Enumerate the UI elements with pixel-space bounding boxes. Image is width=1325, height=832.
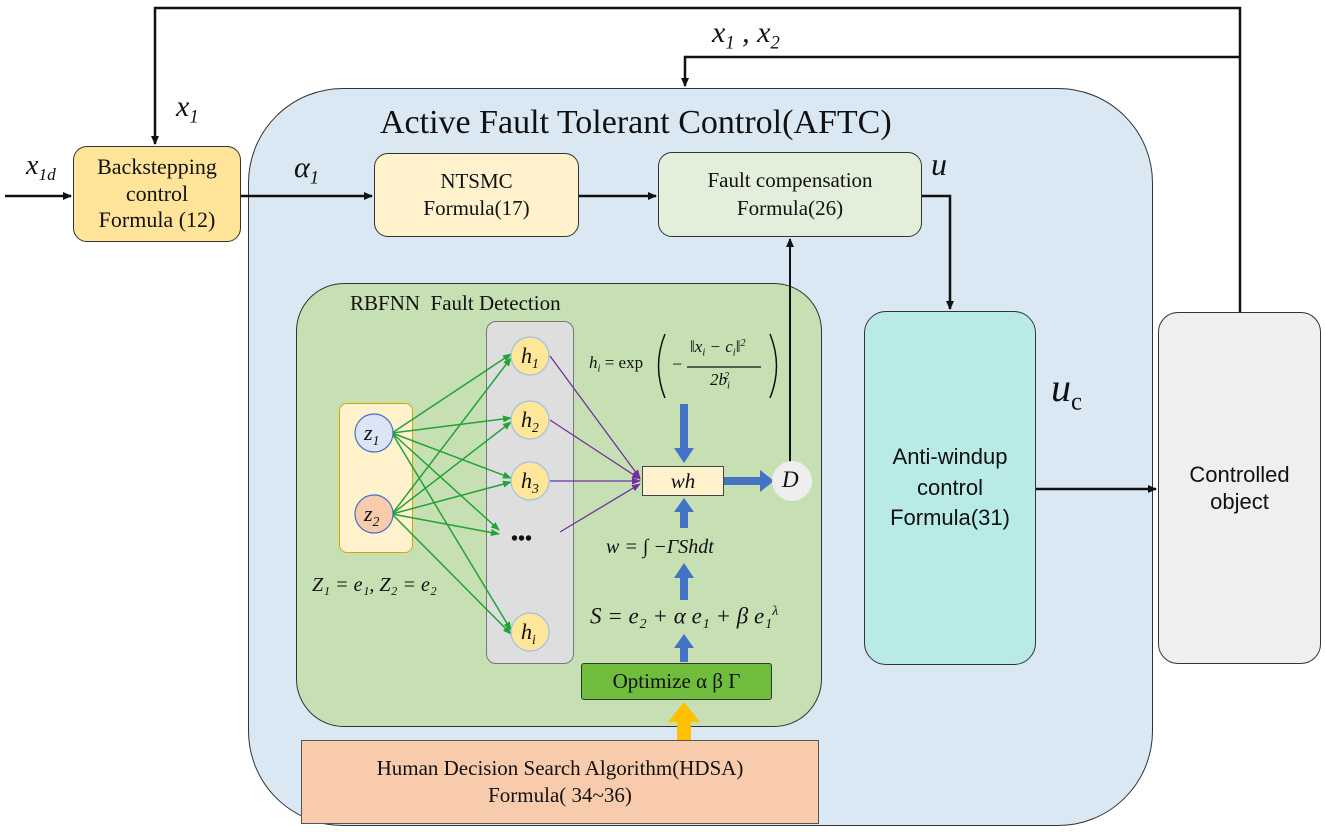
- blue-flow-arrows: [674, 404, 774, 662]
- signal-u: u: [931, 146, 947, 182]
- node-h2: [510, 400, 550, 440]
- label-hi: hi: [521, 619, 536, 647]
- label-h1: h1: [521, 343, 539, 371]
- wh-box: wh: [642, 466, 724, 496]
- s-to-w-arrow: [674, 563, 694, 600]
- fault-compensation-box: Fault compensation Formula(26): [658, 152, 922, 237]
- hi-formula-numerator: ‖xi − ci‖2: [690, 337, 746, 359]
- wh-to-d-arrow: [724, 470, 774, 492]
- signal-x1d: x1d: [26, 150, 56, 185]
- hdsa-line1: Human Decision Search Algorithm(HDSA): [376, 755, 744, 780]
- label-d: D: [782, 467, 799, 492]
- controlled-object-line2: object: [1210, 489, 1269, 514]
- w-to-wh-arrow: [674, 498, 694, 528]
- signal-x1: x1: [176, 90, 199, 128]
- signal-uc: uc: [1051, 365, 1083, 416]
- hdsa-box: Human Decision Search Algorithm(HDSA) Fo…: [301, 740, 819, 824]
- s-formula: S = e₂ + α e₁ + β e₁λ: [590, 603, 779, 629]
- backstepping-line1: Backstepping: [97, 154, 217, 180]
- hidden-output-connections: [549, 355, 641, 533]
- hi-formula-lhs: hi = exp: [589, 353, 644, 375]
- optimize-box: Optimize α β Γ: [581, 663, 772, 700]
- anti-windup-line3: Formula(31): [890, 505, 1010, 531]
- node-z1: [354, 413, 394, 453]
- opt-to-s-arrow: [674, 634, 694, 662]
- ntsmc-box: NTSMC Formula(17): [374, 153, 579, 237]
- aftc-title: Active Fault Tolerant Control(AFTC): [380, 104, 892, 141]
- backstepping-box: Backstepping control Formula (12): [73, 146, 241, 242]
- label-h3: h3: [521, 468, 539, 496]
- wh-label: wh: [670, 468, 696, 493]
- hdsa-to-optimize-arrow: [668, 702, 700, 740]
- controlled-object-box: Controlled object: [1158, 312, 1321, 664]
- w-formula: w = ∫ −ΓShdt: [606, 536, 714, 558]
- ntsmc-line1: NTSMC: [440, 168, 513, 193]
- u-arrow: [922, 194, 954, 310]
- hi-formula-minus: −: [672, 354, 683, 374]
- node-z2: [354, 494, 394, 534]
- signal-x1-x2: x1 , x2: [712, 16, 780, 54]
- hi-formula-denominator: 2bi2: [710, 370, 730, 392]
- backstepping-line2: control: [125, 180, 189, 206]
- anti-windup-line2: control: [916, 474, 984, 500]
- rbfnn-title: RBFNN Fault Detection: [350, 291, 561, 315]
- x1x2-feedback-line: [681, 55, 1240, 87]
- node-h3: [510, 461, 550, 501]
- label-h2: h2: [521, 407, 539, 435]
- input-hidden-connections: [391, 353, 512, 635]
- node-hi: [510, 612, 550, 652]
- anti-windup-box: Anti-windup control Formula(31): [864, 311, 1036, 665]
- hi-to-wh-arrow: [674, 404, 694, 463]
- signal-alpha1: α1: [294, 151, 320, 189]
- x1-feedback-line: [151, 6, 1242, 312]
- backstepping-line3: Formula (12): [98, 207, 216, 233]
- anti-windup-line1: Anti-windup: [892, 443, 1008, 469]
- input-equation: Z₁ = e₁, Z₂ = e₂: [312, 574, 437, 596]
- node-h1: [510, 336, 550, 376]
- fault-compensation-line1: Fault compensation: [707, 168, 873, 193]
- controlled-object-line1: Controlled: [1189, 461, 1290, 487]
- fault-compensation-line2: Formula(26): [736, 195, 844, 220]
- hidden-ellipsis: •••: [511, 528, 533, 550]
- ntsmc-line2: Formula(17): [423, 196, 530, 220]
- label-z1: z1: [364, 420, 380, 448]
- hi-formula-left-paren: [657, 333, 666, 399]
- hdsa-line2: Formula( 34~36): [488, 783, 632, 807]
- node-d: [772, 461, 812, 501]
- hi-formula-right-paren: [769, 333, 778, 399]
- label-z2: z2: [364, 501, 380, 529]
- optimize-label: Optimize α β Γ: [612, 669, 741, 694]
